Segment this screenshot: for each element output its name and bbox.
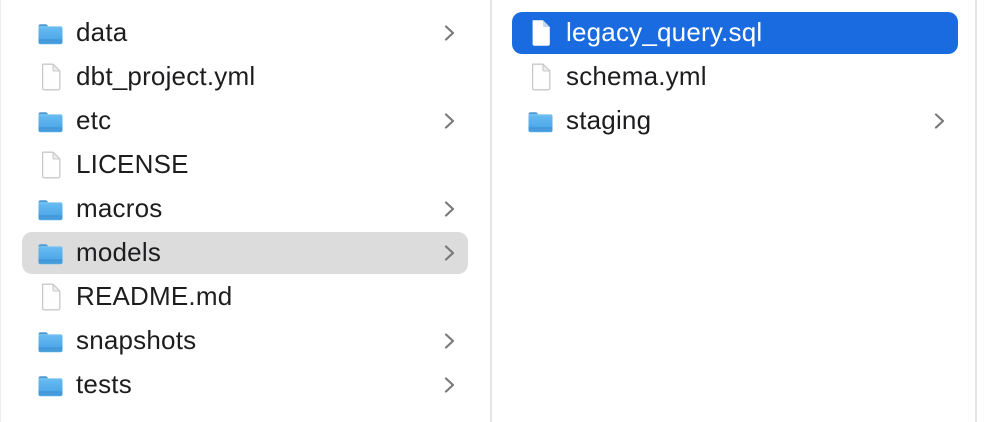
file-column-parent: data dbt_project.yml bbox=[0, 0, 490, 422]
file-name: data bbox=[76, 19, 128, 47]
chevron-right-icon bbox=[444, 200, 455, 218]
document-icon bbox=[37, 63, 64, 91]
file-row-README.md[interactable]: README.md bbox=[22, 276, 468, 318]
chevron-right-icon bbox=[444, 244, 455, 262]
left-edge-divider bbox=[0, 0, 1, 422]
folder-row-data[interactable]: data bbox=[22, 12, 468, 54]
file-name: models bbox=[76, 239, 162, 267]
column-divider[interactable] bbox=[490, 0, 492, 422]
document-icon bbox=[527, 19, 554, 47]
folder-row-models[interactable]: models bbox=[22, 232, 468, 274]
file-name: etc bbox=[76, 107, 112, 135]
document-icon bbox=[37, 151, 64, 179]
file-column-preview-empty bbox=[977, 0, 984, 422]
file-name: README.md bbox=[76, 283, 233, 311]
document-icon bbox=[527, 63, 554, 91]
file-name: LICENSE bbox=[76, 151, 189, 179]
file-row-schema.yml[interactable]: schema.yml bbox=[512, 56, 958, 98]
file-name: macros bbox=[76, 195, 163, 223]
folder-icon bbox=[37, 107, 64, 135]
file-name: tests bbox=[76, 371, 132, 399]
folder-row-etc[interactable]: etc bbox=[22, 100, 468, 142]
folder-row-snapshots[interactable]: snapshots bbox=[22, 320, 468, 362]
file-column-models: legacy_query.sql schema.yml bbox=[492, 0, 975, 422]
folder-row-tests[interactable]: tests bbox=[22, 364, 468, 406]
folder-icon bbox=[37, 19, 64, 47]
file-name: dbt_project.yml bbox=[76, 63, 256, 91]
folder-icon bbox=[527, 107, 554, 135]
file-row-legacy_query.sql[interactable]: legacy_query.sql bbox=[512, 12, 958, 54]
file-row-LICENSE[interactable]: LICENSE bbox=[22, 144, 468, 186]
folder-icon bbox=[37, 239, 64, 267]
chevron-right-icon bbox=[444, 376, 455, 394]
file-name: schema.yml bbox=[566, 63, 707, 91]
chevron-right-icon bbox=[444, 24, 455, 42]
folder-icon bbox=[37, 195, 64, 223]
folder-icon bbox=[37, 327, 64, 355]
file-name: snapshots bbox=[76, 327, 197, 355]
chevron-right-icon bbox=[934, 112, 945, 130]
folder-row-macros[interactable]: macros bbox=[22, 188, 468, 230]
file-name: staging bbox=[566, 107, 652, 135]
column-divider[interactable] bbox=[975, 0, 977, 422]
document-icon bbox=[37, 283, 64, 311]
chevron-right-icon bbox=[444, 112, 455, 130]
folder-icon bbox=[37, 371, 64, 399]
file-name: legacy_query.sql bbox=[566, 19, 763, 47]
file-row-dbt_project.yml[interactable]: dbt_project.yml bbox=[22, 56, 468, 98]
chevron-right-icon bbox=[444, 332, 455, 350]
folder-row-staging[interactable]: staging bbox=[512, 100, 958, 142]
